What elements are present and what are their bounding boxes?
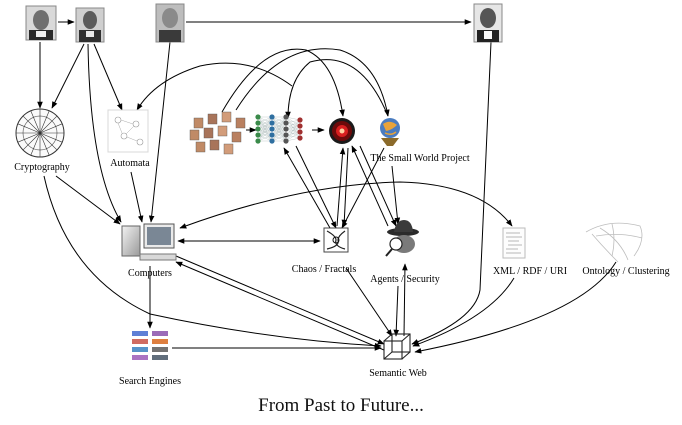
edge-smallworld-chaos (341, 147, 385, 229)
computer-icon (121, 223, 177, 261)
hal-eye-icon (329, 118, 355, 144)
fractal-icon (323, 227, 349, 253)
xml-rdf-uri-label: XML / RDF / URI (493, 266, 567, 277)
edge-cryptography-computers (55, 175, 121, 225)
edge-semantic-web-computers (175, 261, 385, 351)
search-engines-label: Search Engines (119, 376, 181, 387)
edge-neural-chaos (295, 145, 337, 229)
edge-chaos-neural (283, 147, 331, 229)
edge-automata-computers (130, 171, 144, 223)
edge-hal-chaos (341, 147, 349, 227)
edge-person3-computers (148, 41, 171, 223)
semantic-web-label: Semantic Web (369, 368, 427, 379)
edge-agents-semantic-web (393, 285, 400, 337)
edge-smallworld-agents (391, 165, 401, 225)
edge-faces-hal (221, 48, 345, 117)
semantic-web-cube-icon (383, 333, 411, 360)
search-engine-logos (132, 331, 168, 360)
edge-person4-semantic-web (411, 41, 492, 345)
person-4-portrait (473, 3, 503, 43)
diagram-title: From Past to Future... (258, 395, 424, 416)
edge-person2-computers (87, 43, 122, 223)
person-1-portrait (25, 5, 57, 41)
edge-person2-automata (93, 43, 123, 111)
xml-document-icon (502, 227, 526, 259)
edge-computers-xml (179, 181, 513, 229)
ontology-clustering-label: Ontology / Clustering (582, 266, 669, 277)
automata-label: Automata (110, 158, 150, 169)
edge-chaos-semantic-web (345, 267, 393, 337)
cryptography-label: Cryptography (14, 162, 70, 173)
edge-hal-neural (285, 59, 389, 119)
neural-network-icon (255, 114, 303, 144)
edge-faces-automata (136, 62, 293, 111)
edge-automata-smallworld (235, 48, 390, 117)
person-2-portrait (75, 7, 105, 43)
ontology-cluster-icon (585, 222, 643, 263)
edge-semantic-web-agents (402, 263, 408, 337)
small-world-label: The Small World Project (370, 153, 469, 164)
edge-computers-semantic-web (175, 255, 385, 345)
edge-hal-agents (359, 145, 397, 227)
edges (37, 19, 617, 354)
edge-cryptography-semantic-web (43, 175, 382, 349)
edge-agents-hal (351, 145, 389, 227)
edge-person2-cryptography (51, 43, 85, 109)
edge-ontology-semantic-web (414, 261, 617, 354)
person-3-portrait (155, 3, 185, 43)
small-world-globe-icon (380, 118, 400, 146)
automata-diagram-icon (107, 109, 149, 153)
cryptography-wheel-icon (15, 108, 65, 158)
edge-xml-semantic-web (412, 277, 515, 347)
agents-security-label: Agents / Security (370, 274, 439, 285)
chaos-fractals-label: Chaos / Fractals (292, 264, 357, 275)
computers-label: Computers (128, 268, 172, 279)
detective-agent-icon (385, 220, 419, 257)
faces-cluster-icon (189, 111, 257, 155)
